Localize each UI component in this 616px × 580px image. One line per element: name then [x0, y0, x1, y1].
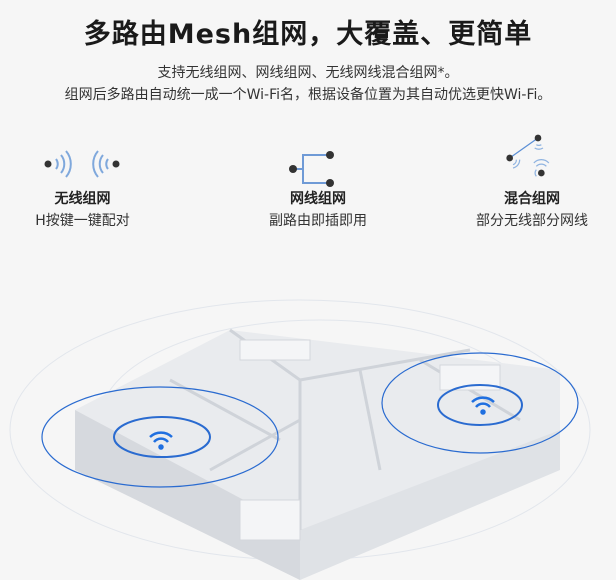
- feature-hybrid: 混合组网 部分无线部分网线: [448, 134, 616, 230]
- wifi-icon: [149, 431, 173, 450]
- wired-branch-icon: [289, 151, 334, 187]
- feature-desc: 副路由即插即用: [269, 213, 367, 229]
- feature-wired: 网线组网 副路由即插即用: [228, 150, 408, 230]
- wifi-icon: [471, 396, 495, 415]
- feature-name: 混合组网: [504, 191, 560, 207]
- feature-name: 网线组网: [290, 191, 346, 207]
- floorplan-illustration: [9, 299, 591, 580]
- feature-wireless: 无线组网 H按键一键配对: [0, 150, 165, 230]
- wifi-coverage-left: [41, 386, 279, 488]
- wifi-coverage-right: [381, 352, 579, 454]
- feature-name: 无线组网: [54, 191, 111, 207]
- wireless-pair-icon: [44, 150, 120, 178]
- page-title: 多路由Mesh组网，大覆盖、更简单: [83, 19, 533, 50]
- feature-desc: H按键一键配对: [35, 213, 130, 229]
- feature-desc: 部分无线部分网线: [476, 213, 588, 229]
- hybrid-mesh-icon: [506, 134, 550, 177]
- subtitle-line-2: 组网后多路由自动统一成一个Wi-Fi名，根据设备位置为其自动优选更快Wi-Fi。: [64, 87, 552, 103]
- subtitle-line-1: 支持无线组网、网线组网、无线网线混合组网*。: [157, 65, 459, 81]
